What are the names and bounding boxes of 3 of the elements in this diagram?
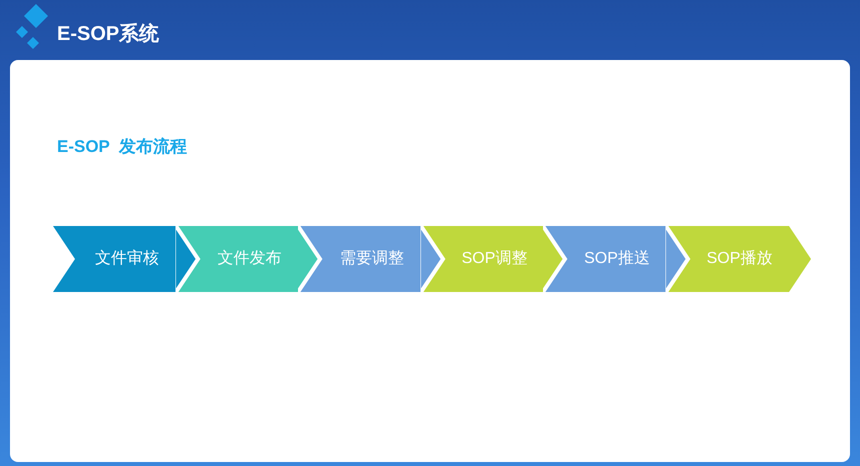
page-title: E-SOP系统 — [57, 22, 160, 47]
section-heading: E-SOP 发布流程 — [57, 136, 188, 158]
process-step: SOP播放 — [666, 226, 810, 292]
